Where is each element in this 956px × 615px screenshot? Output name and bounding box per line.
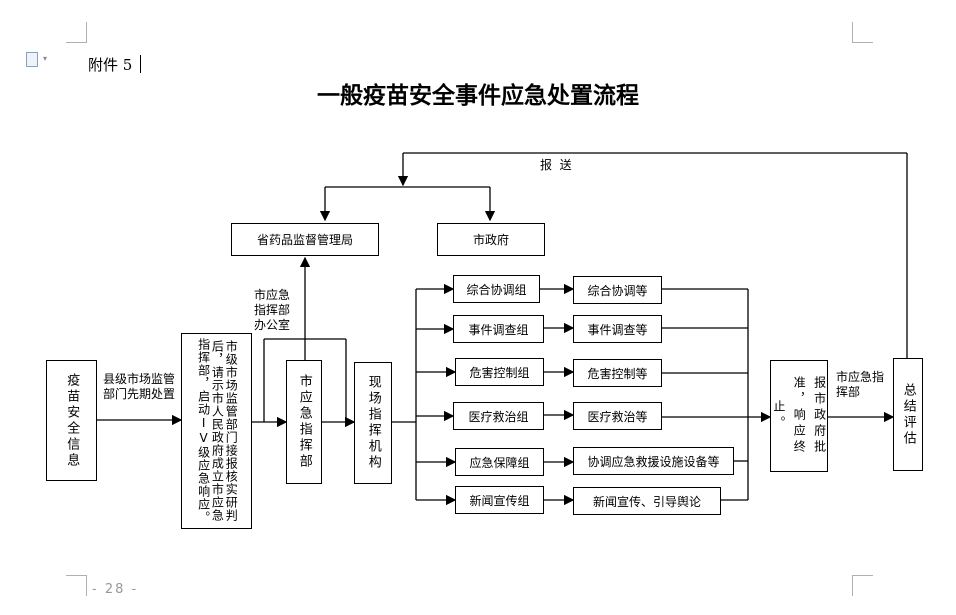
county-preliminary-label: 县级市场监管部门先期处置 (103, 372, 176, 401)
page-title: 一般疫苗安全事件应急处置流程 (317, 82, 639, 109)
group-medical: 医疗救治组 (453, 402, 544, 430)
group-support: 应急保障组 (455, 448, 544, 476)
hq-office-label: 市应急指挥部办公室 (254, 288, 291, 332)
node-command-hq: 市应急指挥部 (286, 360, 322, 484)
task-coordination: 综合协调等 (573, 276, 662, 304)
report-label: 报 送 (540, 158, 572, 172)
task-medical: 医疗救治等 (573, 402, 662, 430)
group-investigation: 事件调查组 (453, 315, 544, 343)
node-summary-evaluation: 总结评估 (893, 358, 923, 471)
task-support: 协调应急救援设施设备等 (573, 447, 734, 475)
document-icon[interactable] (26, 52, 38, 67)
node-city-report: 市级市场监管部门接报核实研判后，请示市人民政府成立市应急指挥部，启动IV级应急响… (181, 333, 252, 529)
node-onsite-command: 现场指挥机构 (354, 362, 392, 484)
crop-mark-top-right (852, 22, 873, 43)
crop-mark-top-left (66, 22, 87, 43)
group-coordination: 综合协调组 (453, 275, 540, 303)
node-city-government: 市政府 (437, 223, 545, 256)
task-hazard-control: 危害控制等 (573, 359, 662, 387)
group-hazard-control: 危害控制组 (455, 358, 544, 386)
text-cursor (140, 55, 141, 73)
node-vaccine-safety-info: 疫苗安全信息 (46, 360, 97, 481)
group-publicity: 新闻宣传组 (455, 486, 544, 514)
node-approve-terminate: 报市政府批准，响应终止。 (770, 360, 828, 472)
node-province-drug-admin: 省药品监督管理局 (231, 223, 379, 256)
crop-mark-bottom-left (66, 575, 87, 596)
chevron-down-icon[interactable]: ▾ (43, 54, 48, 63)
eval-hq-label: 市应急指挥部 (836, 370, 885, 399)
task-investigation: 事件调查等 (573, 315, 662, 343)
task-publicity: 新闻宣传、引导舆论 (573, 487, 721, 515)
crop-mark-bottom-right (852, 575, 873, 596)
page-number: - 28 - (92, 582, 139, 597)
annex-label: 附件 5 (88, 56, 133, 74)
